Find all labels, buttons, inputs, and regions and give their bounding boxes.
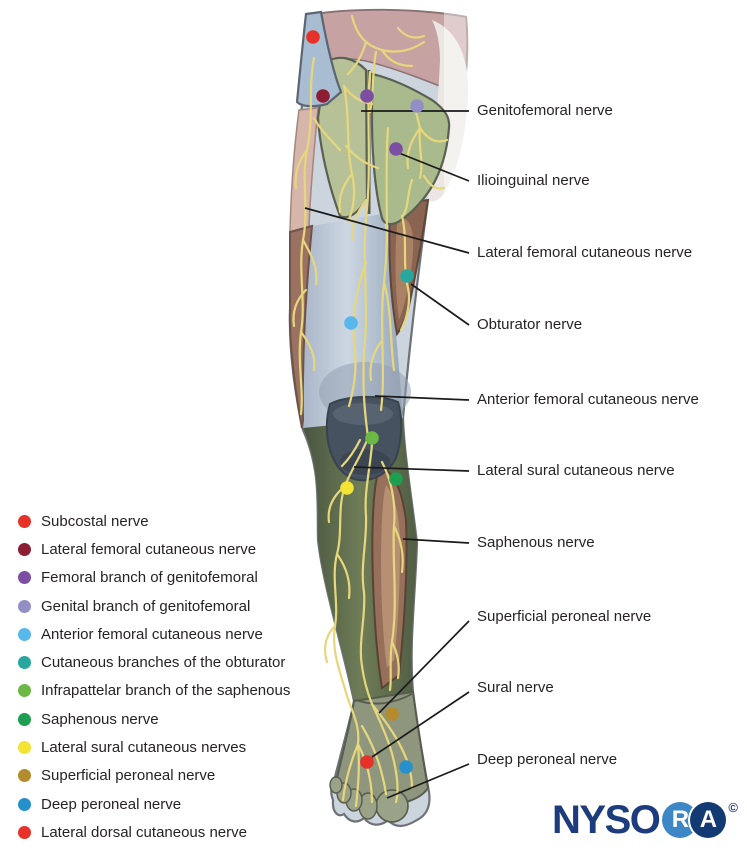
- nerve-label: Superficial peroneal nerve: [477, 608, 652, 625]
- legend-label: Deep peroneal nerve: [41, 795, 182, 813]
- legend-label: Saphenous nerve: [41, 710, 159, 728]
- marker-dot-saphenous: [389, 472, 403, 486]
- marker-dot-lateral-dorsal-cutaneous: [360, 755, 374, 769]
- legend-label: Subcostal nerve: [41, 512, 149, 530]
- marker-dot-lateral-femoral-cutaneous: [316, 89, 330, 103]
- marker-dot-subcostal: [306, 30, 320, 44]
- legend-color-dot: [18, 656, 31, 670]
- legend-label: Lateral femoral cutaneous nerve: [41, 540, 257, 558]
- marker-dot-infrapatellar-branch-saphenous: [365, 431, 379, 445]
- legend-color-dot: [18, 599, 31, 613]
- nerve-label: Deep peroneal nerve: [477, 751, 618, 768]
- leader-line: [353, 466, 470, 472]
- marker-dot-lateral-sural-cutaneous: [340, 481, 354, 495]
- leader-line: [378, 620, 470, 714]
- nysora-logo-circle-a: A: [690, 802, 727, 838]
- legend-item: Infrapattelar branch of the saphenous: [18, 677, 290, 705]
- legend-item: Genital branch of genitofemoral: [18, 592, 290, 620]
- legend-color-dot: [18, 514, 31, 528]
- marker-dot-femoral-branch-genitofemoral: [360, 89, 374, 103]
- leader-line: [371, 691, 470, 758]
- nerve-label: Anterior femoral cutaneous nerve: [477, 391, 699, 408]
- legend-label: Lateral dorsal cutaneous nerve: [41, 823, 247, 841]
- legend-item: Deep peroneal nerve: [18, 790, 290, 818]
- legend-label: Femoral branch of genitofemoral: [41, 569, 258, 587]
- leader-line: [386, 763, 470, 799]
- nysora-logo-circle-r: R: [662, 802, 699, 838]
- legend-item: Lateral sural cutaneous nerves: [18, 733, 290, 761]
- nerve-label: Saphenous nerve: [477, 534, 595, 551]
- legend-color-dot: [18, 684, 31, 698]
- nerve-label: Sural nerve: [477, 679, 554, 696]
- nerve-label: Ilioinguinal nerve: [477, 172, 590, 189]
- legend-color-dot: [18, 769, 31, 783]
- marker-dot-superficial-peroneal: [385, 707, 399, 721]
- leader-line: [402, 538, 470, 544]
- legend-item: Subcostal nerve: [18, 507, 290, 535]
- leader-line: [304, 207, 470, 254]
- legend-label: Genital branch of genitofemoral: [41, 597, 251, 615]
- legend-label: Lateral sural cutaneous nerves: [41, 739, 247, 757]
- nerve-label: Lateral femoral cutaneous nerve: [477, 244, 693, 261]
- legend-item: Superficial peroneal nerve: [18, 762, 290, 790]
- legend-label: Superficial peroneal nerve: [41, 767, 216, 785]
- legend-item: Saphenous nerve: [18, 705, 290, 733]
- nerve-label: Lateral sural cutaneous nerve: [477, 462, 675, 479]
- legend-color-dot: [18, 797, 31, 811]
- leader-line: [410, 283, 470, 326]
- legend-color-dot: [18, 571, 31, 585]
- legend-color-dot: [18, 825, 31, 839]
- legend-item: Lateral femoral cutaneous nerve: [18, 535, 290, 563]
- legend-label: Anterior femoral cutaneous nerve: [41, 625, 263, 643]
- legend-color-dot: [18, 712, 31, 726]
- legend-item: Anterior femoral cutaneous nerve: [18, 620, 290, 648]
- nysora-logo-word: NYSO: [552, 798, 661, 842]
- leader-line: [374, 395, 470, 401]
- legend-color-dot: [18, 741, 31, 755]
- legend-label: Cutaneous branches of the obturator: [41, 654, 286, 672]
- legend-color-dot: [18, 542, 31, 556]
- legend-item: Lateral dorsal cutaneous nerve: [18, 818, 290, 846]
- copyright-symbol: ©: [728, 800, 738, 815]
- marker-dot-anterior-femoral-cutaneous: [344, 316, 358, 330]
- marker-dot-obturator-branches: [400, 269, 414, 283]
- legend-color-dot: [18, 627, 31, 641]
- leg-art-layers: [288, 8, 480, 828]
- legend-label: Infrapattelar branch of the saphenous: [41, 682, 291, 700]
- marker-dot-deep-peroneal: [399, 760, 413, 774]
- leader-lines: [304, 110, 470, 799]
- legend-item: Femoral branch of genitofemoral: [18, 564, 290, 592]
- nysora-logo: NYSO R A ©: [552, 800, 738, 840]
- legend-item: Cutaneous branches of the obturator: [18, 648, 290, 676]
- nerve-label: Genitofemoral nerve: [477, 102, 613, 119]
- marker-dots: [306, 30, 424, 774]
- marker-dot-genital-branch-genitofemoral: [410, 99, 424, 113]
- marker-dot-ilioinguinal: [389, 142, 403, 156]
- leader-line: [398, 152, 470, 182]
- nerve-label: Obturator nerve: [477, 316, 583, 333]
